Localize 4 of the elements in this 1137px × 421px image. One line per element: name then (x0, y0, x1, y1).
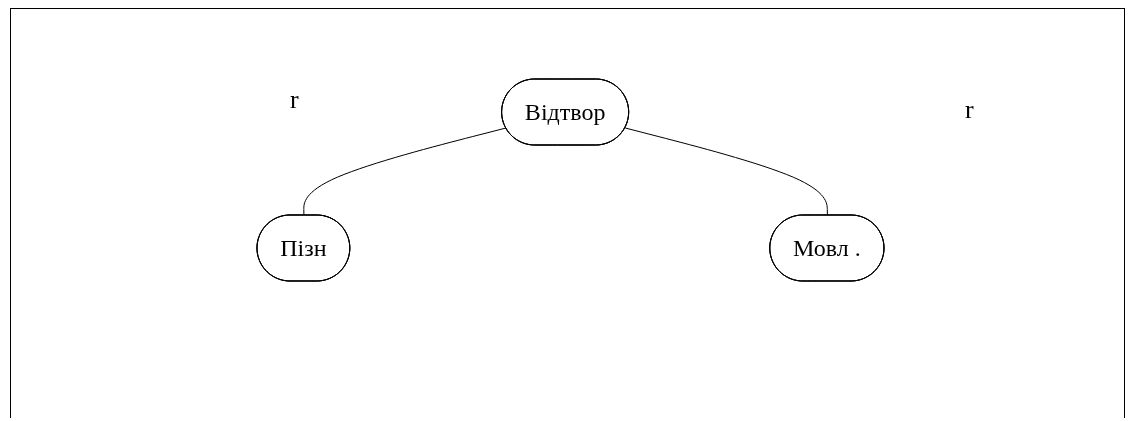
note-label: r (290, 85, 299, 115)
connector (624, 127, 828, 216)
note-label: r (965, 95, 974, 125)
connector (302, 127, 506, 216)
